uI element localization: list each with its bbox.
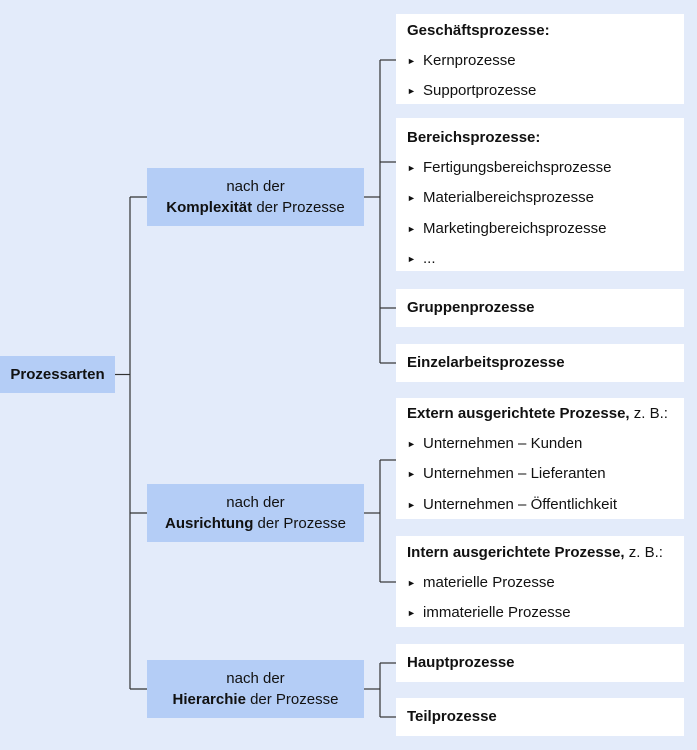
triangle-bullet-icon: ► xyxy=(407,162,416,173)
list-item: ►Materialbereichsprozesse xyxy=(407,183,674,214)
group-einzelarbeitsprozesse: Einzelarbeitsprozesse xyxy=(396,344,684,382)
group-title: Gruppenprozesse xyxy=(407,299,535,316)
category-bold: Komplexität xyxy=(166,199,253,216)
category-hierarchie: nach der Hierarchie der Prozesse xyxy=(147,660,364,718)
group-title: Teilprozesse xyxy=(407,708,497,725)
list-item: ►Unternehmen – Kunden xyxy=(407,429,674,460)
group-title: Geschäftsprozesse: xyxy=(407,22,550,39)
list-item: ►immaterielle Prozesse xyxy=(407,598,674,629)
category-post: der Prozesse xyxy=(252,199,345,216)
triangle-bullet-icon: ► xyxy=(407,499,416,510)
category-komplexitaet: nach der Komplexität der Prozesse xyxy=(147,168,364,226)
group-hauptprozesse: Hauptprozesse xyxy=(396,644,684,682)
list-item: ►Marketingbereichsprozesse xyxy=(407,214,674,245)
list-item: ►Unternehmen – Öffentlichkeit xyxy=(407,490,674,521)
group-title: Intern ausgerichtete Prozesse, xyxy=(407,544,625,561)
list-item: ►Kernprozesse xyxy=(407,46,674,77)
group-gruppenprozesse: Gruppenprozesse xyxy=(396,289,684,327)
group-title: Bereichsprozesse: xyxy=(407,129,541,146)
category-pre: nach der xyxy=(226,494,285,511)
root-label: Prozessarten xyxy=(10,366,105,383)
triangle-bullet-icon: ► xyxy=(407,55,416,66)
group-bereichsprozesse: Bereichsprozesse: ►Fertigungsbereichspro… xyxy=(396,118,684,271)
list-item: ►Unternehmen – Lieferanten xyxy=(407,459,674,490)
category-pre: nach der xyxy=(226,178,285,195)
list-item: ►Fertigungsbereichsprozesse xyxy=(407,153,674,184)
root-node-prozessarten: Prozessarten xyxy=(0,356,115,393)
group-title: Hauptprozesse xyxy=(407,654,515,671)
category-post: der Prozesse xyxy=(245,691,339,708)
list-item: ►materielle Prozesse xyxy=(407,568,674,599)
category-bold: Ausrichtung xyxy=(165,515,254,532)
group-title: Extern ausgerichtete Prozesse, xyxy=(407,405,630,422)
triangle-bullet-icon: ► xyxy=(407,193,416,203)
triangle-bullet-icon: ► xyxy=(407,254,416,264)
list-item: ►... xyxy=(407,244,674,275)
triangle-bullet-icon: ► xyxy=(407,438,416,449)
group-title: Einzelarbeitsprozesse xyxy=(407,354,565,371)
group-extern-ausgerichtet: Extern ausgerichtete Prozesse, z. B.: ►U… xyxy=(396,398,684,519)
group-geschaeftsprozesse: Geschäftsprozesse: ►Kernprozesse ►Suppor… xyxy=(396,14,684,104)
triangle-bullet-icon: ► xyxy=(407,86,416,96)
triangle-bullet-icon: ► xyxy=(407,469,416,479)
category-bold: Hierarchie xyxy=(172,691,246,708)
category-post: der Prozesse xyxy=(253,515,346,532)
category-ausrichtung: nach der Ausrichtung der Prozesse xyxy=(147,484,364,542)
triangle-bullet-icon: ► xyxy=(407,608,416,618)
list-item: ►Supportprozesse xyxy=(407,76,674,107)
triangle-bullet-icon: ► xyxy=(407,223,416,234)
category-pre: nach der xyxy=(226,670,285,687)
group-intern-ausgerichtet: Intern ausgerichtete Prozesse, z. B.: ►m… xyxy=(396,536,684,627)
triangle-bullet-icon: ► xyxy=(407,577,416,588)
group-teilprozesse: Teilprozesse xyxy=(396,698,684,736)
